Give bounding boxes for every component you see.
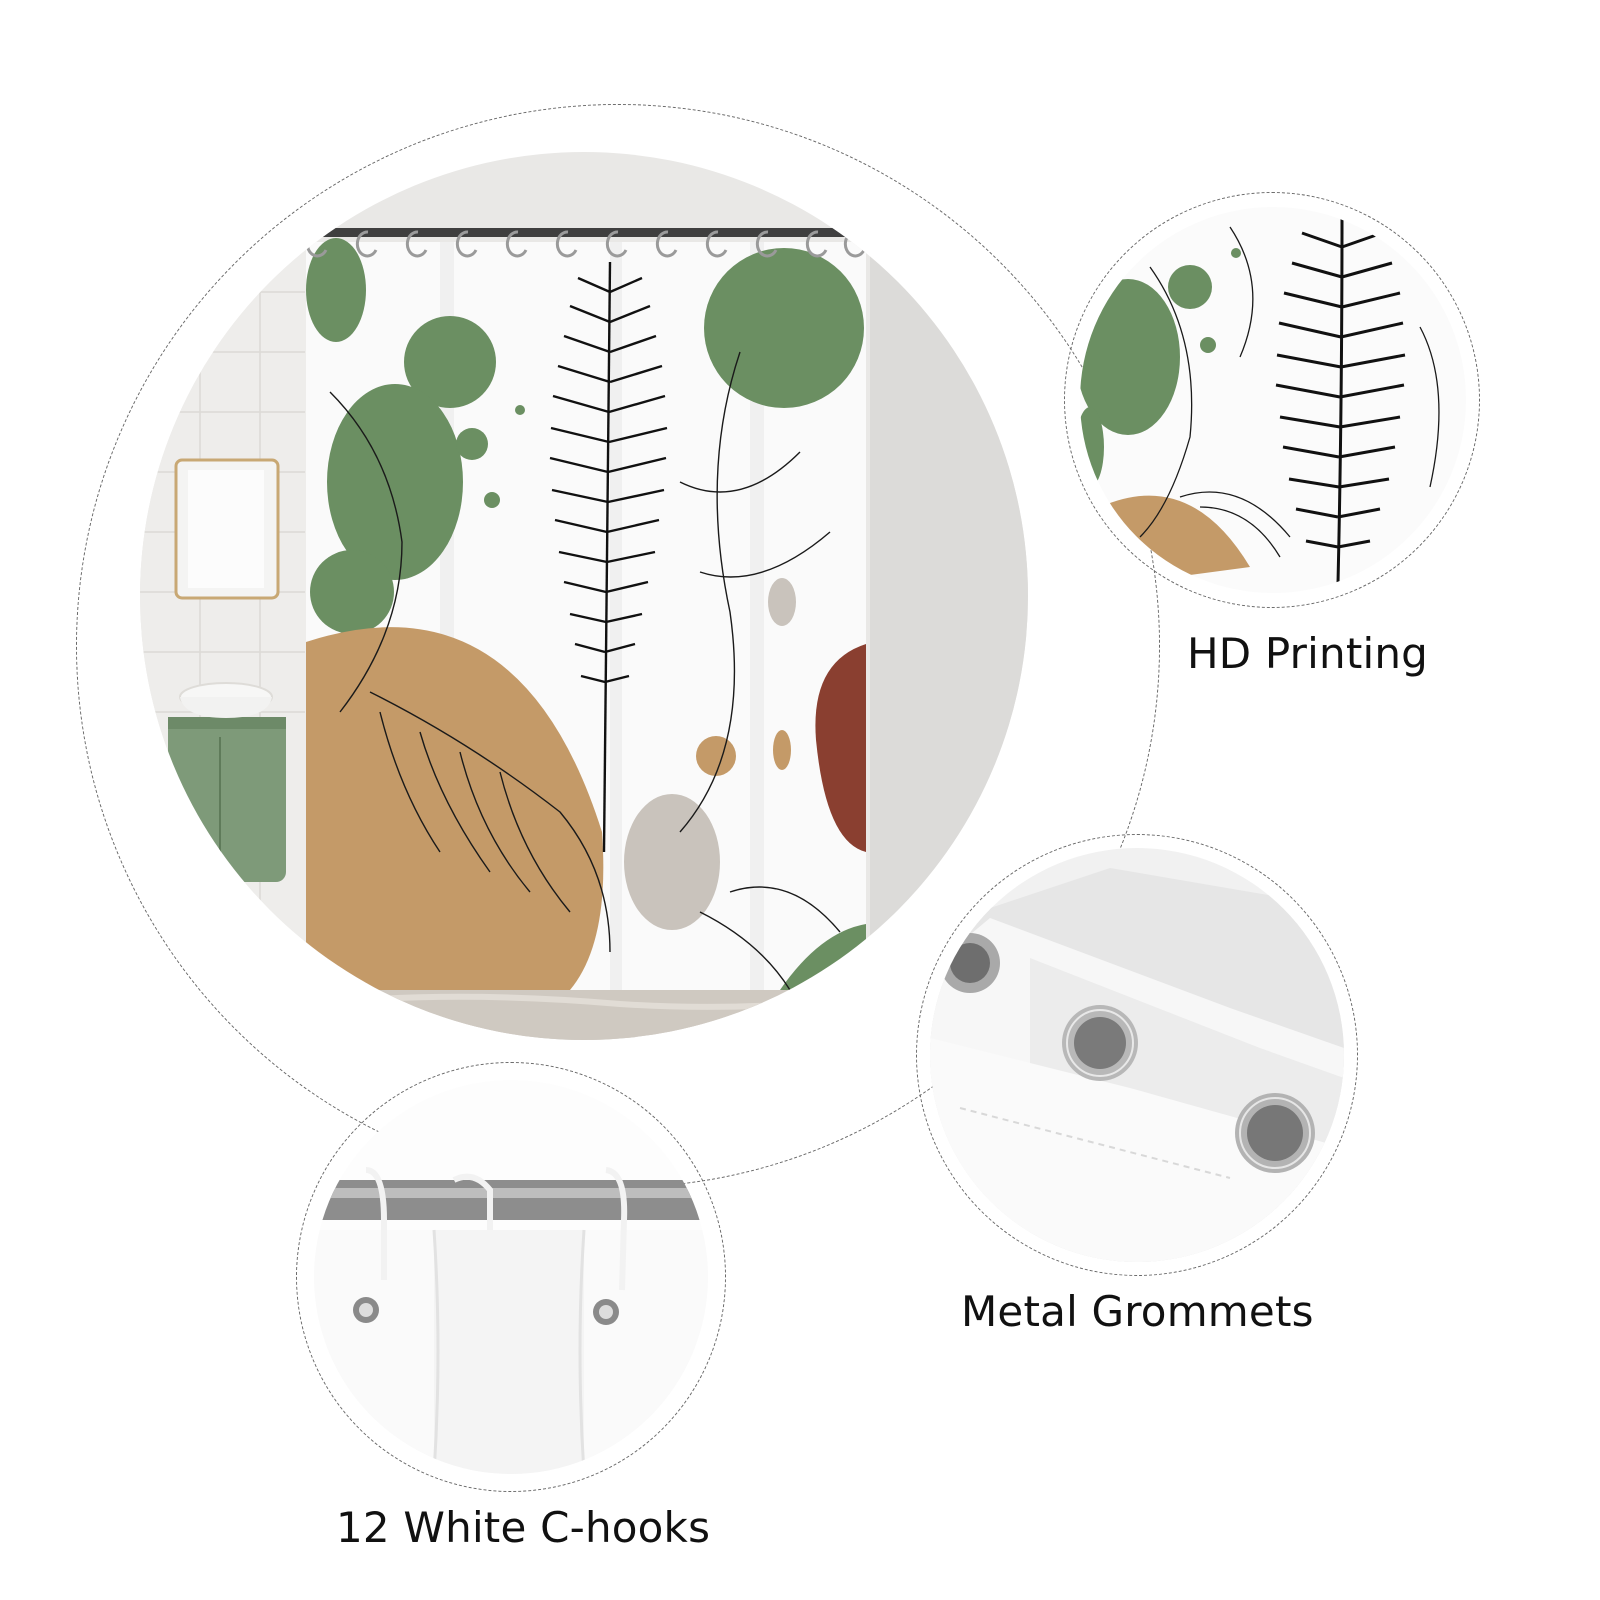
hd-dashed-ring	[1064, 192, 1480, 608]
hd-printing-label: HD Printing	[1187, 629, 1429, 678]
metal-grommets-detail-photo	[930, 848, 1344, 1262]
c-hooks-label: 12 White C-hooks	[336, 1503, 711, 1552]
grommets-dashed-ring	[916, 834, 1358, 1276]
hooks-dashed-ring	[296, 1062, 726, 1492]
metal-grommets-label: Metal Grommets	[961, 1287, 1314, 1336]
bathroom-scene-photo	[140, 152, 1028, 1040]
c-hooks-detail-photo	[314, 1080, 708, 1474]
hd-printing-detail-photo	[1080, 207, 1466, 593]
